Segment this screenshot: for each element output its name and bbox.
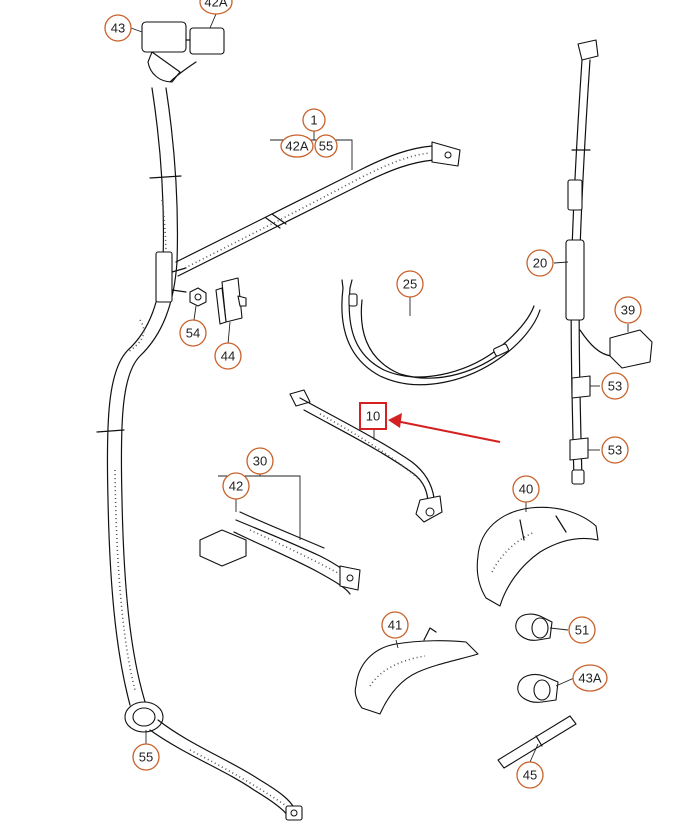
top-connector-43	[141, 21, 187, 53]
callout-42A-top: 42A	[199, 0, 233, 15]
svg-text:55: 55	[139, 750, 153, 765]
callout-10-highlighted: 10	[359, 402, 387, 430]
highlight-arrow	[388, 413, 501, 443]
part-43A-clip	[517, 673, 559, 703]
svg-text:43: 43	[111, 21, 125, 36]
part-53-clip-upper	[571, 375, 591, 399]
svg-text:30: 30	[253, 454, 267, 469]
part-40-cover	[476, 506, 599, 607]
callout-43-top: 43	[104, 14, 132, 42]
svg-text:44: 44	[221, 349, 235, 364]
part-10-earth-strap	[289, 389, 443, 523]
callout-40: 40	[512, 475, 540, 503]
callout-30: 30	[246, 447, 274, 475]
svg-text:40: 40	[519, 482, 533, 497]
callout-45: 45	[516, 761, 544, 789]
top-connector-42A	[189, 27, 225, 55]
svg-text:39: 39	[621, 303, 635, 318]
callout-42: 42	[222, 472, 250, 500]
callout-54: 54	[179, 319, 207, 347]
part-45-pin	[497, 715, 577, 769]
part-51-clip	[515, 613, 553, 641]
callout-25: 25	[396, 270, 424, 298]
svg-text:55: 55	[319, 139, 333, 154]
svg-text:53: 53	[608, 443, 622, 458]
svg-text:43A: 43A	[578, 671, 601, 686]
svg-text:10: 10	[366, 409, 380, 424]
callout-53-upper: 53	[601, 372, 629, 400]
svg-text:25: 25	[403, 277, 417, 292]
part-42-terminal-block	[199, 529, 247, 567]
part-25-cable	[341, 279, 541, 386]
callout-44: 44	[214, 342, 242, 370]
callout-1: 1	[302, 108, 326, 132]
svg-text:41: 41	[388, 618, 402, 633]
callout-41: 41	[381, 611, 409, 639]
part-53-clip-lower	[569, 437, 589, 461]
svg-text:42A: 42A	[204, 0, 227, 10]
main-harness-55	[96, 21, 303, 821]
svg-text:53: 53	[608, 379, 622, 394]
svg-text:1: 1	[310, 113, 317, 128]
callout-42A-group: 42A	[280, 134, 314, 158]
callout-43A: 43A	[572, 664, 608, 692]
part-44-clip	[215, 277, 247, 325]
junction-bracket	[155, 251, 173, 303]
part-20-cable	[565, 39, 653, 485]
callout-20: 20	[526, 249, 554, 277]
callout-53-lower: 53	[601, 436, 629, 464]
svg-text:20: 20	[533, 256, 547, 271]
callout-39: 39	[614, 296, 642, 324]
callout-55-group: 55	[314, 134, 338, 158]
part-39-connector	[609, 329, 653, 369]
svg-text:42: 42	[229, 479, 243, 494]
part-41-cover	[354, 627, 479, 715]
svg-text:54: 54	[186, 326, 200, 341]
svg-text:45: 45	[523, 768, 537, 783]
upper-branch-wire	[175, 141, 461, 277]
svg-text:51: 51	[575, 623, 589, 638]
part-54-nut	[189, 287, 207, 307]
callout-51: 51	[568, 616, 596, 644]
svg-text:42A: 42A	[285, 139, 308, 154]
callout-55-bottom: 55	[132, 743, 160, 771]
part-30-lead	[199, 511, 361, 595]
